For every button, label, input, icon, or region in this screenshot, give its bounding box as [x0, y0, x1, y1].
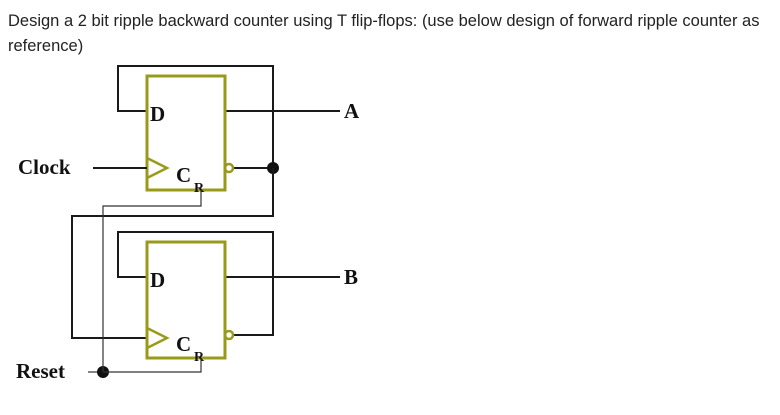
ff1-c-label: C — [176, 163, 191, 187]
ff1-qbar-bubble — [223, 162, 235, 174]
ff2-clock-triangle — [146, 326, 170, 350]
reset-wire-ff1 — [102, 190, 202, 372]
ff1-clock-triangle — [146, 156, 170, 180]
ff1-feedback-wire — [117, 65, 274, 169]
ff1-r-label: R — [194, 181, 205, 196]
ff1-d-label: D — [150, 102, 165, 126]
ff2-box — [145, 240, 227, 360]
output-b-label: B — [344, 265, 358, 289]
ff2-qbar-bubble — [223, 329, 235, 341]
reset-wire-ff2 — [103, 358, 202, 373]
output-a-label: A — [344, 99, 360, 123]
flip-flop-1: D C R — [117, 65, 340, 196]
ff2-r-label: R — [194, 350, 205, 365]
ff2-c-label: C — [176, 332, 191, 356]
ripple-clock-wire — [71, 168, 274, 339]
reset-label: Reset — [16, 359, 65, 383]
flip-flop-2: D C R — [117, 231, 340, 365]
ff2-feedback-wire — [117, 231, 274, 336]
ff2-d-label: D — [150, 268, 165, 292]
question-text: Design a 2 bit ripple backward counter u… — [8, 12, 760, 55]
clock-label: Clock — [18, 155, 71, 179]
